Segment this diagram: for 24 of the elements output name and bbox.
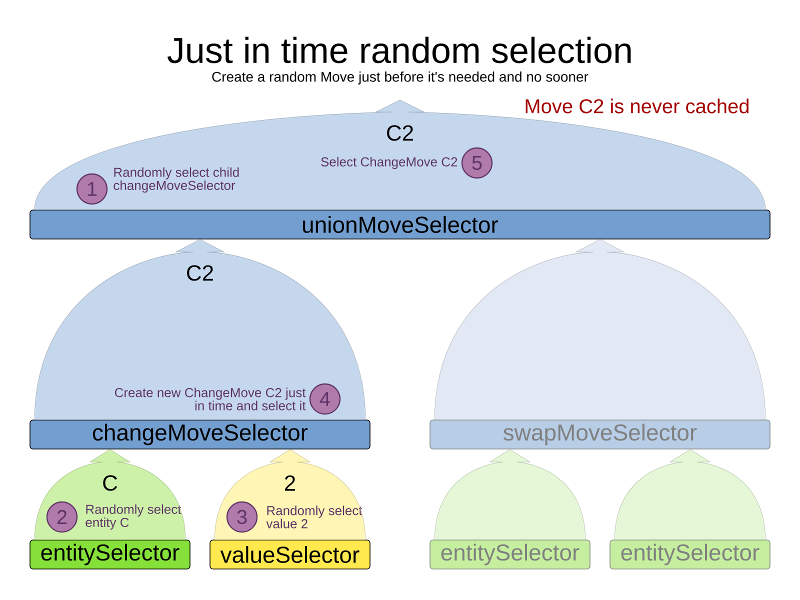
step-description: Randomly select entity C <box>86 504 182 530</box>
subtitle: Create a random Move just before it's needed and no sooner <box>212 71 588 85</box>
selector-bar: unionMoveSelector <box>30 210 770 240</box>
selector-bar: entitySelector <box>430 540 590 570</box>
selector-bar: changeMoveSelector <box>30 420 370 450</box>
step-description: Randomly select value 2 <box>266 506 362 528</box>
step-number: 2 <box>46 501 78 533</box>
selector-bar: valueSelector <box>210 540 370 570</box>
step-number: 3 <box>226 501 258 533</box>
edge-label: C2 <box>187 265 213 281</box>
selector-bar: entitySelector <box>610 540 770 570</box>
step-number: 1 <box>76 173 108 205</box>
edge-label: C2 <box>387 125 413 141</box>
step-description: Create new ChangeMove C2 just in time and select it <box>114 388 306 410</box>
title: Just in time random selection <box>167 36 631 64</box>
step-description: Randomly select child changeMoveSelector <box>114 167 239 193</box>
selector-bar: swapMoveSelector <box>430 420 770 450</box>
step-number: 4 <box>309 383 341 415</box>
note: Move C2 is never cached <box>526 98 748 114</box>
selector-bar: entitySelector <box>30 540 190 570</box>
step-description: Select ChangeMove C2 <box>321 156 458 170</box>
step-number: 5 <box>461 147 493 179</box>
edge-label: C <box>103 475 118 491</box>
edge-label: 2 <box>285 475 296 491</box>
